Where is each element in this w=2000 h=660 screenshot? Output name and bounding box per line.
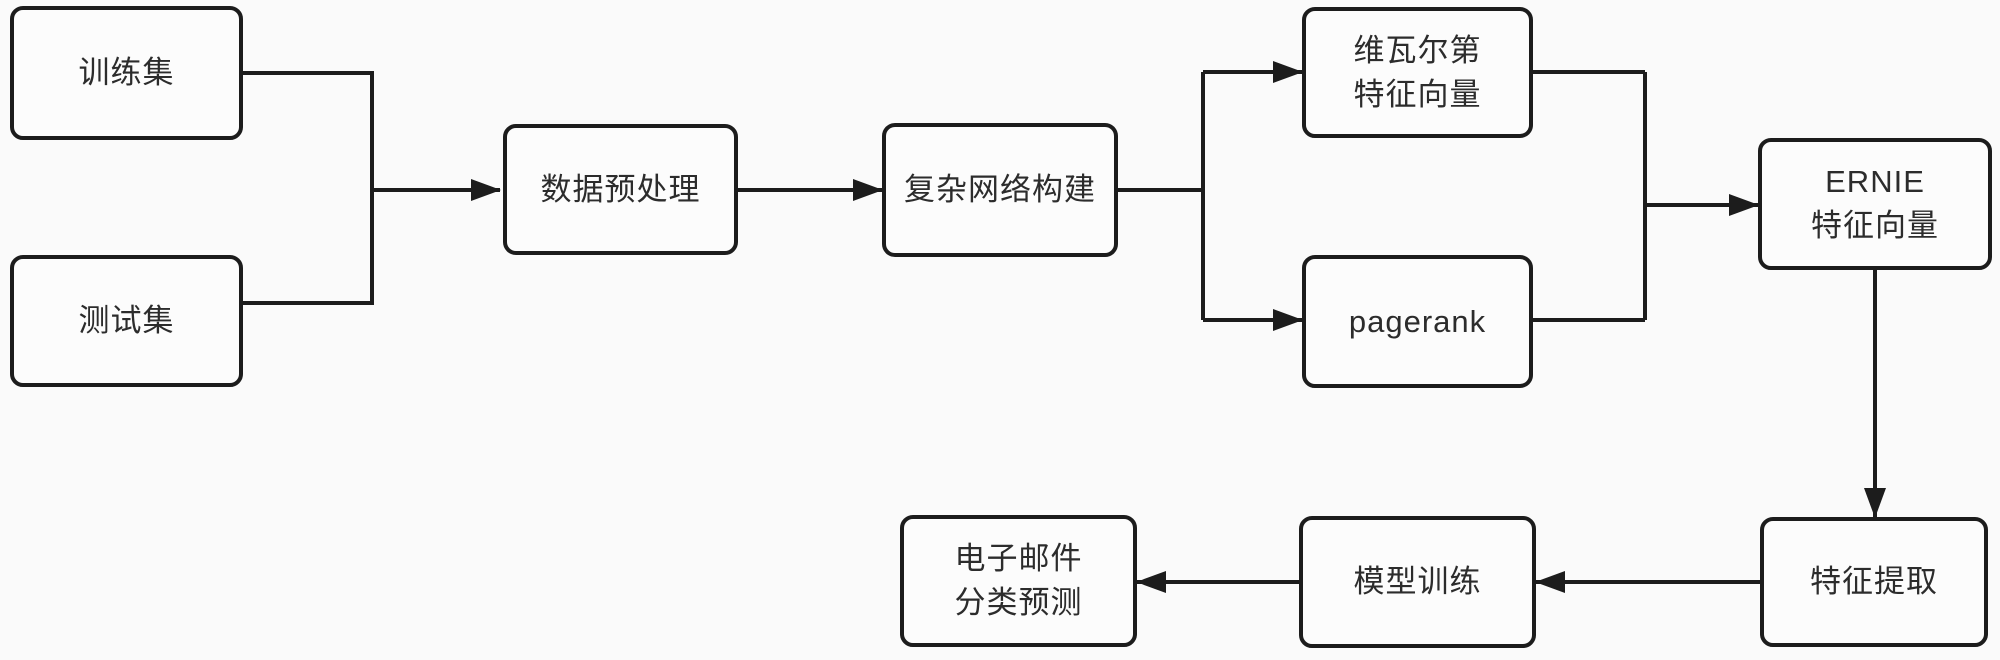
- node-model-training-label: 模型训练: [1353, 564, 1482, 599]
- node-complex-network-construction-label: 复杂网络构建: [904, 172, 1096, 207]
- node-email-classification-prediction-line1: 电子邮件: [954, 541, 1083, 576]
- node-ernie-feature-vector-line1: ERNIE: [1825, 164, 1925, 199]
- node-data-preprocessing-label: 数据预处理: [540, 171, 701, 207]
- node-model-training: 模型训练: [1299, 516, 1536, 648]
- node-training-set-label: 训练集: [78, 55, 175, 90]
- node-ernie-feature-vector-line2: 特征向量: [1811, 208, 1939, 243]
- node-email-classification-prediction: 电子邮件 分类预测: [900, 515, 1137, 647]
- node-vivaldi-feature-vector-line1: 维瓦尔第: [1353, 32, 1482, 68]
- node-test-set-label: 测试集: [78, 303, 175, 338]
- node-data-preprocessing: 数据预处理: [503, 124, 738, 255]
- node-training-set: 训练集: [10, 6, 243, 140]
- node-feature-extraction-label: 特征提取: [1810, 564, 1938, 599]
- node-pagerank: pagerank: [1302, 255, 1533, 388]
- node-test-set: 测试集: [10, 255, 243, 387]
- node-ernie-feature-vector: ERNIE 特征向量: [1758, 138, 1992, 270]
- node-feature-extraction: 特征提取: [1760, 517, 1988, 647]
- node-pagerank-label: pagerank: [1348, 303, 1487, 339]
- node-email-classification-prediction-line2: 分类预测: [954, 585, 1083, 620]
- node-vivaldi-feature-vector-line2: 特征向量: [1353, 76, 1482, 112]
- node-vivaldi-feature-vector: 维瓦尔第 特征向量: [1302, 7, 1533, 138]
- edge-trainset-testset-bracket: [243, 71, 374, 305]
- node-complex-network-construction: 复杂网络构建: [882, 123, 1118, 257]
